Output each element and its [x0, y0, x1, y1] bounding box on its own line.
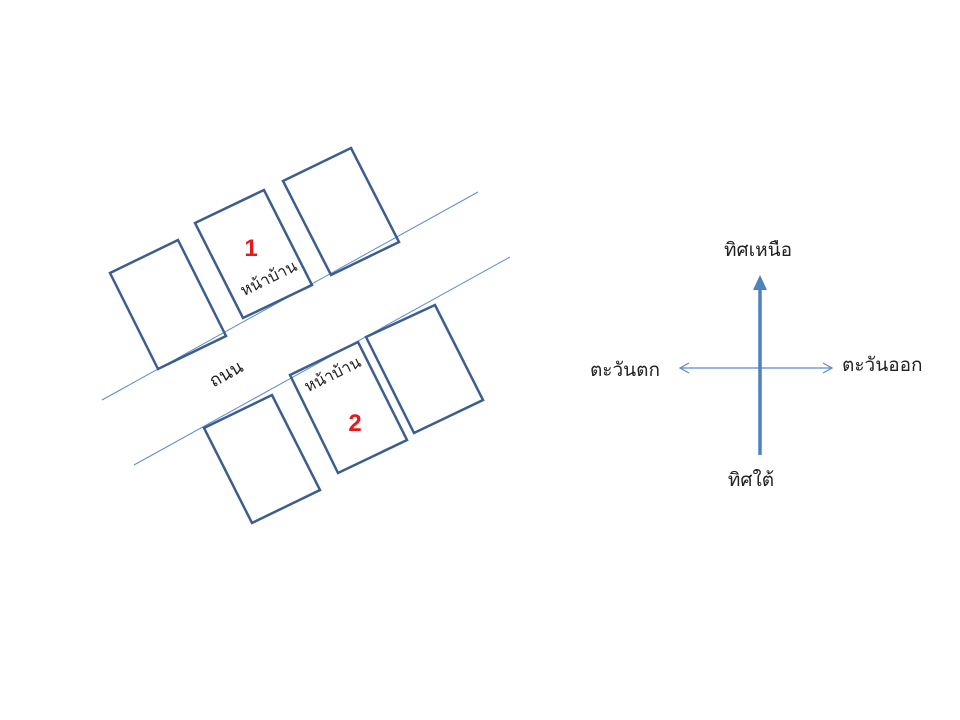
north-arrow-head: [753, 275, 767, 290]
house-1: [193, 188, 314, 320]
compass-east-label: ตะวันออก: [842, 354, 923, 376]
compass-west-label: ตะวันตก: [590, 359, 660, 381]
house-2-front-label: หน้าบ้าน: [301, 352, 364, 396]
upper-house-right: [281, 146, 401, 277]
upper-house-left: [108, 238, 228, 371]
compass-north-label: ทิศเหนือ: [724, 239, 792, 261]
compass-south-label: ทิศใต้: [728, 469, 774, 491]
lower-house-right: [364, 303, 485, 435]
house-1-front-label: หน้าบ้าน: [237, 256, 300, 300]
house-2: [288, 340, 409, 475]
house-2-number: 2: [348, 410, 361, 437]
house-1-number: 1: [244, 235, 257, 262]
road-label: ถนน: [206, 356, 247, 392]
lower-house-left: [202, 393, 322, 525]
road-edge-lower: [133, 256, 511, 466]
